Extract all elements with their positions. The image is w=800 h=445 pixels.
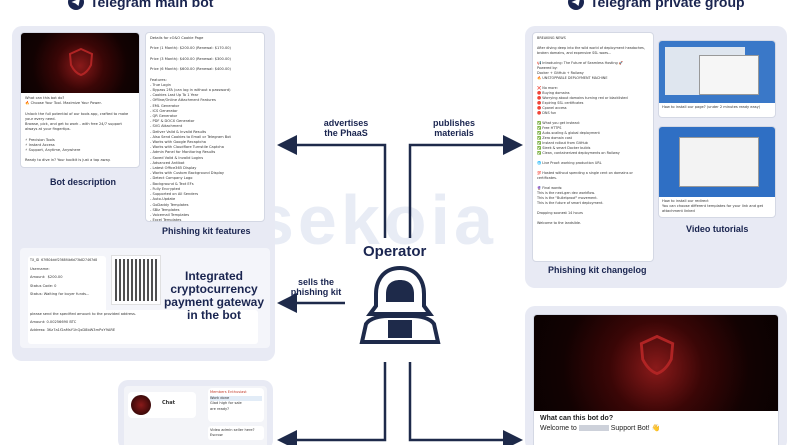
chat-header: Chat (128, 392, 196, 418)
publishes-arrow (408, 135, 523, 238)
changelog-text: BREAKING NEWS After diving deep into the… (537, 36, 645, 225)
payment-amount-btc: Amount: 0.00256690 BTC (30, 320, 77, 325)
tutorial-shot-2: How to install our redirect You can choo… (658, 126, 776, 218)
bottom-left-arrow (277, 362, 387, 445)
payment-id: TX_ID 67f804ddf2368f4b6d73b827467d8 (30, 258, 98, 262)
caption-payment: Integrated cryptocurrency payment gatewa… (163, 269, 265, 322)
support-banner-image (534, 315, 778, 411)
kit-features-text: Details for cO&O Cookie Page Price (1 Mo… (150, 36, 231, 222)
payment-details-card: TX_ID 67f804ddf2368f4b6d73b827467d8 User… (28, 256, 106, 316)
tutorial-shot-1: How to install our page? (under 2 minute… (658, 40, 776, 118)
chat-video-line: Video admin seller here? Escrow (208, 426, 264, 441)
header-left-label: Telegram main bot (90, 0, 214, 10)
telegram-logo-icon (68, 0, 84, 10)
reply-text: Work done (210, 396, 262, 402)
bot-description-shot: What can this bot do? 🔥 Choose Your Tool… (20, 32, 140, 168)
payment-qr-code (111, 255, 161, 305)
operator-label: Operator (363, 243, 427, 260)
reply-sub2: are ready? (210, 406, 230, 411)
bot-description-text: What can this bot do? 🔥 Choose Your Tool… (25, 96, 129, 163)
payment-status: Status: Waiting for buyer funds... (30, 291, 90, 296)
caption-bot-description: Bot description (50, 177, 117, 187)
tutorial-video-frame-1 (659, 41, 775, 103)
advertises-label: advertises the PhaaS (323, 118, 369, 138)
payment-username: Username: (30, 267, 50, 272)
chat-title: Chat (162, 400, 175, 406)
kit-features-shot: Details for cO&O Cookie Page Price (1 Mo… (145, 32, 265, 222)
avatar (131, 395, 151, 415)
red-shield-icon (639, 334, 675, 376)
header-right-label: Telegram private group (590, 0, 745, 10)
caption-kit-features: Phishing kit features (162, 226, 251, 236)
payment-status-code: Status Code: 0 (30, 283, 57, 288)
header-left: Telegram main bot (68, 0, 213, 10)
red-shield-icon (68, 47, 94, 77)
publishes-label: publishes materials (432, 118, 475, 138)
tutorial-video-frame-2 (659, 127, 775, 197)
support-what-label: What can this bot do? (540, 415, 614, 422)
advertises-arrow (277, 135, 387, 238)
payment-amount: Amount: $200.00 (30, 275, 63, 280)
sells-label: sells the phishing kit (290, 277, 342, 297)
telegram-logo-icon (568, 0, 584, 10)
payment-address-card: please send the specified amount to the … (28, 310, 258, 344)
header-right: Telegram private group (568, 0, 745, 10)
bot-banner-image (21, 33, 139, 93)
redacted-name (578, 425, 609, 432)
tutorial-text-1: How to install our page? (under 2 minute… (662, 105, 761, 109)
bottom-right-arrow (408, 362, 523, 445)
support-bot-shot: What can this bot do? Welcome to Support… (533, 314, 779, 445)
payment-notice: please send the specified amount to the … (30, 312, 136, 316)
hooded-hacker-icon (359, 265, 441, 344)
watermark: sekoia (255, 181, 497, 259)
support-welcome: Welcome to Support Bot! 👋 (534, 422, 778, 434)
caption-changelog: Phishing kit changelog (548, 265, 647, 275)
support-welcome-label: Welcome to (540, 425, 577, 432)
reply-name: Members Enthusiast (210, 390, 247, 394)
tutorial-text-2: How to install our redirect You can choo… (662, 199, 764, 214)
chat-shot: Chat Members Enthusiast Work done Glad h… (124, 386, 267, 445)
support-welcome-tail: Support Bot! 👋 (610, 425, 661, 432)
chat-reply-bubble: Members Enthusiast Work done Glad high f… (208, 388, 264, 422)
payment-shot: TX_ID 67f804ddf2368f4b6d73b827467d8 User… (20, 248, 270, 348)
changelog-shot: BREAKING NEWS After diving deep into the… (532, 32, 654, 262)
payment-address: Address: 3Kz7a1f2aMsY1hQxD8bW3mPxY9ARE (30, 328, 116, 333)
reply-sub: Glad high for sale (210, 401, 242, 406)
caption-tutorials: Video tutorials (686, 224, 749, 234)
